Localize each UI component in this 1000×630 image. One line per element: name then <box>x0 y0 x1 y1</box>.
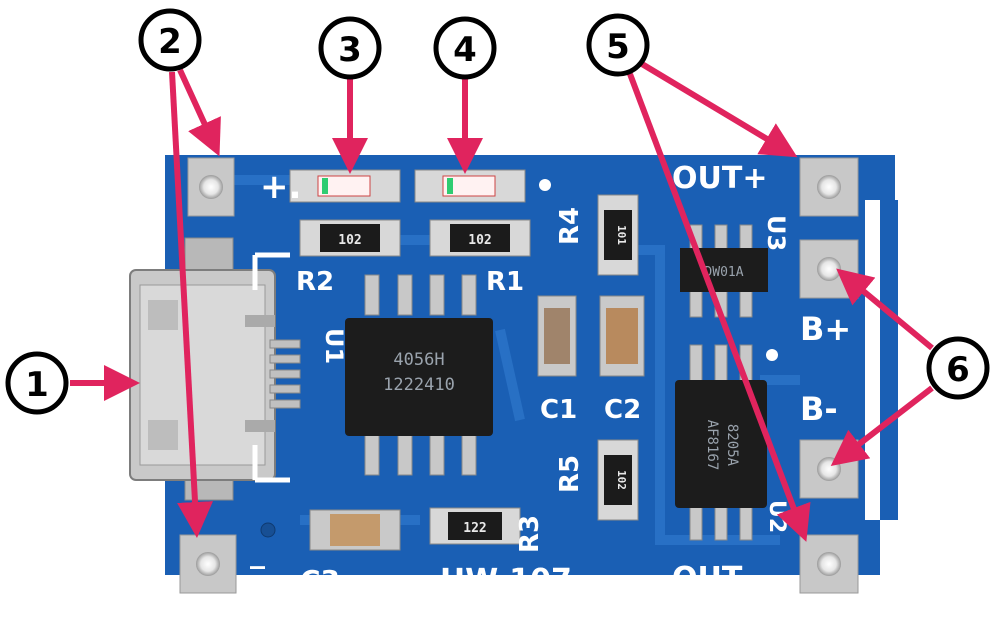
svg-text:4: 4 <box>453 30 477 70</box>
r5-code: 102 <box>615 470 628 490</box>
silk-b-plus: B+ <box>800 310 851 348</box>
arrow-6-b-plus <box>836 268 934 351</box>
led-blue-standby <box>414 169 526 203</box>
silk-r5: R5 <box>555 455 585 493</box>
silk-u1: U1 <box>320 328 348 364</box>
annotation-arrows <box>70 61 934 542</box>
arrow-5-out-plus <box>640 61 798 158</box>
arrow-2-top-pad <box>177 68 221 157</box>
capacitor-c2 <box>599 295 645 377</box>
chip-u3-dw01a: DW01A <box>680 224 768 318</box>
arrow-6-b-minus <box>830 385 934 466</box>
callout-2: 2 <box>138 8 202 72</box>
resistor-r3: 122 <box>429 507 521 545</box>
silk-c1: C1 <box>540 395 577 425</box>
resistor-r4: 101 <box>597 194 639 276</box>
callout-1: 1 <box>5 351 69 415</box>
resistor-r2: 102 <box>299 219 401 257</box>
u2-marking-line2: AF8167 <box>704 420 720 471</box>
svg-text:6: 6 <box>946 350 970 390</box>
silk-minus: _ <box>250 535 265 570</box>
callout-6: 6 <box>926 336 990 400</box>
silk-r4: R4 <box>555 207 585 245</box>
callout-4: 4 <box>433 16 497 80</box>
chip-u1-tp4056: 4056H 1222410 <box>345 274 493 476</box>
r4-code: 101 <box>615 225 628 245</box>
silk-c2: C2 <box>604 395 641 425</box>
callout-5: 5 <box>586 13 650 77</box>
silk-out-plus: OUT+ <box>672 161 767 196</box>
r2-code: 102 <box>338 233 361 248</box>
callout-3: 3 <box>318 16 382 80</box>
capacitor-c3 <box>309 509 401 551</box>
pad-bottom-left <box>179 534 237 594</box>
pad-out-plus <box>799 157 859 217</box>
resistor-r5: 102 <box>597 439 639 521</box>
silk-r1: R1 <box>486 267 524 297</box>
silk-u3: U3 <box>762 215 790 251</box>
u3-marking: DW01A <box>704 265 743 280</box>
r1-code: 102 <box>468 233 491 248</box>
silk-model: HW-107 <box>440 563 572 598</box>
silk-plus: +. <box>260 167 301 207</box>
arrow-2-bottom-pad <box>169 71 214 538</box>
silk-r3: R3 <box>515 515 545 553</box>
silk-u2: U2 <box>764 500 789 533</box>
svg-text:1: 1 <box>25 365 49 405</box>
silk-r2: R2 <box>296 267 334 297</box>
silk-b-minus: B- <box>800 390 838 428</box>
capacitor-c1 <box>537 295 577 377</box>
arrow-5-out-minus <box>627 72 811 542</box>
led-red-charging <box>289 169 401 203</box>
silk-out-minus: OUT- <box>672 561 750 596</box>
pad-out-minus <box>799 534 859 594</box>
svg-text:5: 5 <box>606 27 630 67</box>
u1-marking-line1: 4056H <box>393 350 444 370</box>
pad-b-plus <box>799 239 859 299</box>
silk-c3: C3 <box>300 564 340 597</box>
r3-code: 122 <box>463 521 486 536</box>
svg-text:3: 3 <box>338 30 362 70</box>
chip-u2-8205a: 8205A AF8167 <box>675 344 767 541</box>
u2-marking-line1: 8205A <box>724 424 740 467</box>
resistor-r1: 102 <box>429 219 531 257</box>
micro-usb-connector <box>129 237 301 501</box>
u1-marking-line2: 1222410 <box>383 375 455 395</box>
pad-top-left <box>187 157 235 217</box>
svg-text:2: 2 <box>158 22 182 62</box>
